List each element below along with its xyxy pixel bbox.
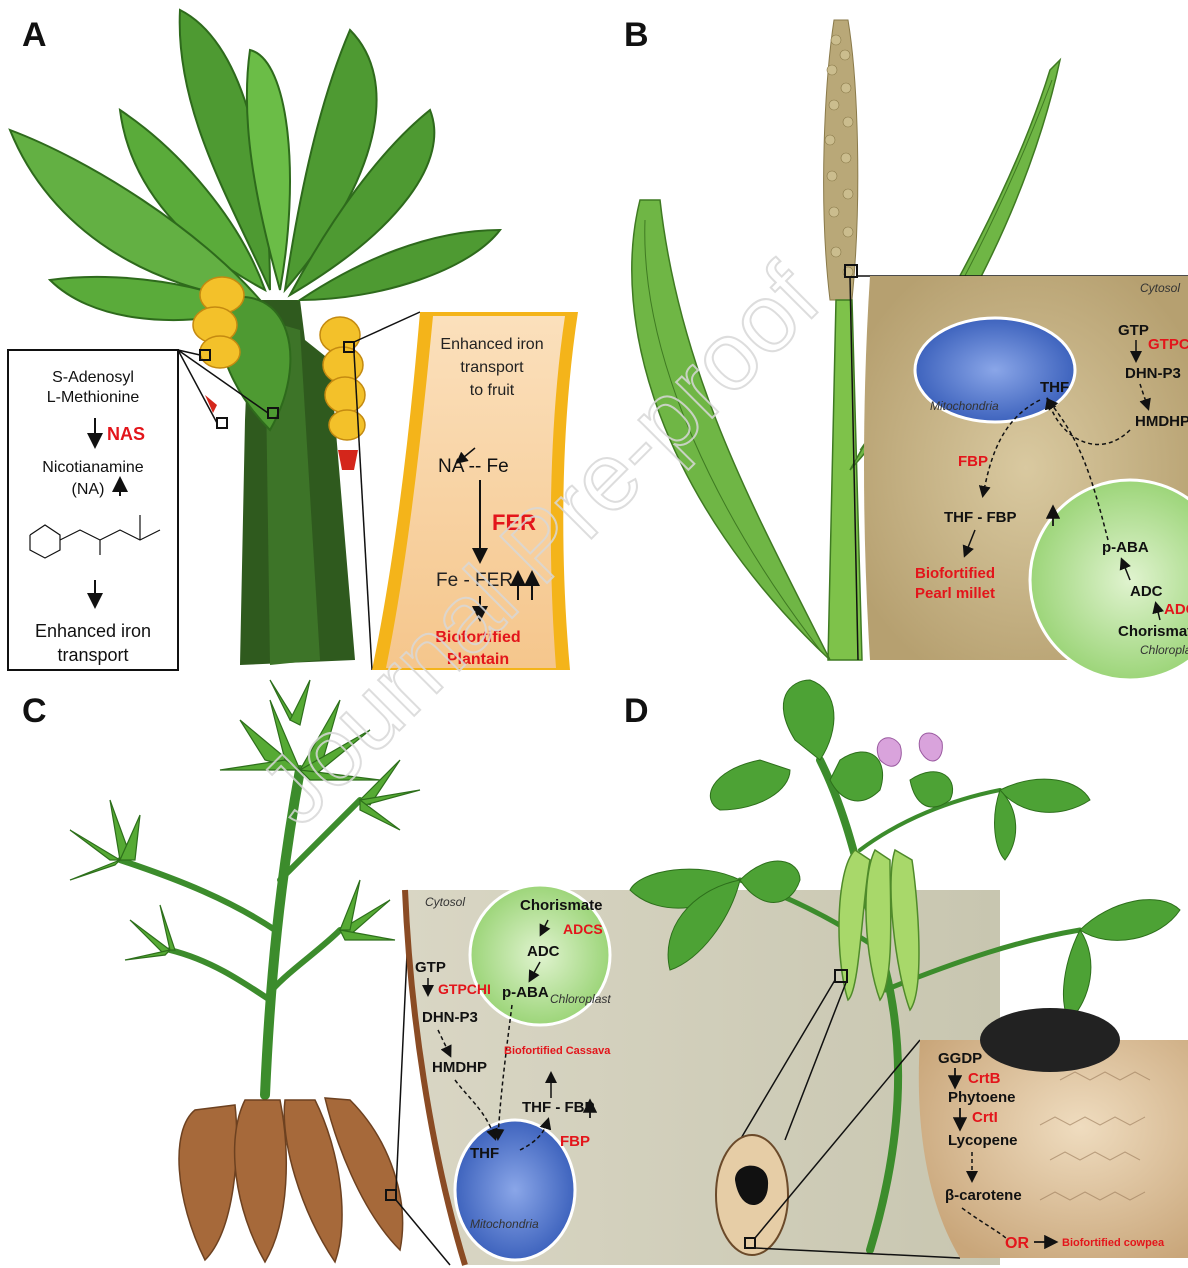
millet-thf-fbp: THF - FBP: [944, 509, 1017, 526]
panel-d-letter: D: [624, 692, 649, 730]
enhanced-iron-line2: transport: [57, 645, 128, 665]
fruit-line3: to fruit: [470, 382, 515, 399]
millet-fbp: FBP: [958, 453, 988, 470]
cassava-mito-label: Mitochondria: [470, 1217, 539, 1231]
panel-b-letter: B: [624, 16, 649, 54]
cassava-gtpchi: GTPCHI: [438, 981, 491, 997]
millet-spike: [824, 20, 858, 300]
cowpea-pods: [839, 850, 919, 1010]
millet-gtp: GTP: [1118, 322, 1149, 339]
millet-result-line2: Pearl millet: [915, 585, 995, 602]
millet-dhn: DHN-P3: [1125, 365, 1181, 382]
cowpea-flowers: [877, 733, 942, 766]
millet-chloro-label: Chloroplast: [1140, 643, 1188, 657]
millet-cytosol-label: Cytosol: [1140, 281, 1180, 295]
fruit-line2: transport: [460, 359, 524, 376]
cowpea-ggdp: GGDP: [938, 1050, 982, 1067]
cassava-chloro-label: Chloroplast: [550, 992, 611, 1006]
millet-paba: p-ABA: [1102, 539, 1149, 556]
cassava-result: Biofortified Cassava: [504, 1045, 611, 1057]
cassava-mitochondrion: [455, 1120, 575, 1260]
cassava-dhn: DHN-P3: [422, 1009, 478, 1026]
panel-c-letter: C: [22, 692, 47, 730]
cowpea-crtb: CrtB: [968, 1070, 1001, 1087]
banana-leaves: [10, 10, 500, 320]
na-abbr-label: (NA): [72, 481, 105, 498]
millet-chorismate: Chorismate: [1118, 623, 1188, 640]
millet-adc: ADC: [1130, 583, 1163, 600]
cowpea-bcarotene: β-carotene: [945, 1187, 1022, 1204]
millet-thf: THF: [1040, 379, 1069, 396]
nicotianamine-label: Nicotianamine: [42, 459, 143, 476]
cassava-tubers: [179, 1098, 403, 1262]
millet-gtpchi: GTPCHI: [1148, 336, 1188, 353]
na-fe-complex: NA -- Fe: [438, 456, 509, 477]
cassava-fbp: FBP: [560, 1133, 590, 1150]
fruit-line1: Enhanced iron: [440, 336, 543, 353]
cassava-cytosol-label: Cytosol: [425, 895, 465, 909]
millet-hmdhp: HMDHP: [1135, 413, 1188, 430]
cowpea-lycopene: Lycopene: [948, 1132, 1017, 1149]
millet-result-line1: Biofortified: [915, 565, 995, 582]
nas-enzyme-label: NAS: [107, 424, 145, 444]
cassava-thf-fbp: THF - FBP: [522, 1099, 595, 1116]
cowpea-result: Biofortified cowpea: [1062, 1237, 1165, 1249]
cowpea-phytoene: Phytoene: [948, 1089, 1016, 1106]
sam-line2: L-Methionine: [47, 389, 140, 406]
cassava-adc: ADC: [527, 943, 560, 960]
cowpea-cell: [919, 1040, 1188, 1258]
cassava-thf: THF: [470, 1145, 499, 1162]
cassava-chorismate: Chorismate: [520, 897, 603, 914]
cowpea-or: OR: [1005, 1235, 1029, 1252]
millet-mito-label: Mitochondria: [930, 399, 999, 413]
enhanced-iron-line1: Enhanced iron: [35, 621, 151, 641]
cassava-adcs: ADCS: [563, 921, 603, 937]
cassava-paba: p-ABA: [502, 984, 549, 1001]
cowpea-crti: CrtI: [972, 1109, 998, 1126]
panel-a-letter: A: [22, 16, 47, 54]
cassava-gtp: GTP: [415, 959, 446, 976]
sam-line1: S-Adenosyl: [52, 369, 134, 386]
cassava-hmdhp: HMDHP: [432, 1059, 487, 1076]
millet-adcs: ADCS: [1164, 601, 1188, 618]
